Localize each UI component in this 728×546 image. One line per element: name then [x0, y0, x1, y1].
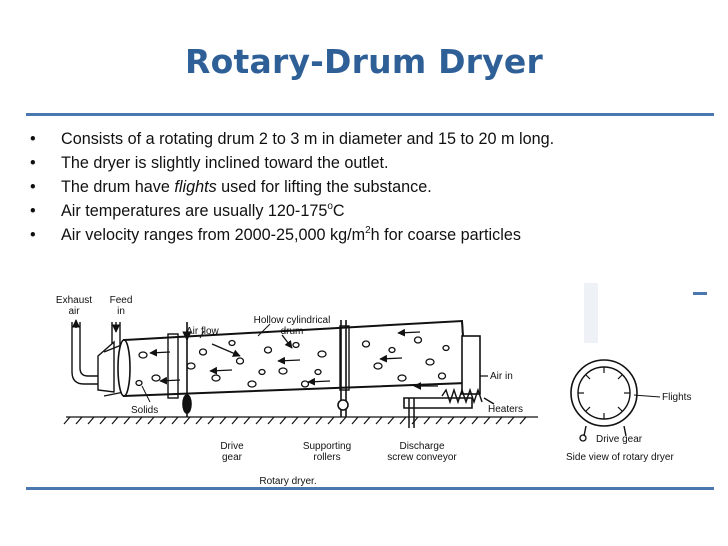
bullet-list: • Consists of a rotating drum 2 to 3 m in…	[30, 127, 720, 247]
top-divider	[26, 113, 714, 116]
bullet-text-pre: The drum have	[61, 178, 175, 196]
bullet-dot: •	[30, 130, 36, 148]
label-discharge: Discharge	[399, 441, 444, 452]
label-supporting-rollers-2: rollers	[313, 452, 340, 463]
bullet-text-pre: Air velocity ranges from 2000-25,000 kg/…	[61, 226, 366, 244]
label-solids: Solids	[131, 405, 158, 416]
leader-lines	[141, 323, 271, 403]
supporting-roller	[337, 320, 349, 417]
bullet-item: • The dryer is slightly inclined toward t…	[30, 151, 720, 175]
label-air-flow: Air flow	[186, 326, 220, 337]
inlet-hood	[71, 319, 125, 397]
label-feed-in: Feed	[110, 295, 133, 306]
bullet-item: • Air temperatures are usually 120-175oC	[30, 199, 720, 223]
bullet-text-post: used for lifting the substance.	[216, 178, 432, 196]
label-drive-gear: Drive	[220, 441, 244, 452]
label-supporting-rollers: Supporting	[303, 441, 351, 452]
label-drive-gear-2: gear	[222, 452, 243, 463]
bullet-text-pre: Air temperatures are usually 120-175	[61, 202, 328, 220]
heaters-coil	[441, 387, 495, 405]
label-exhaust-air: Exhaust	[56, 295, 92, 306]
bullet-dot: •	[30, 154, 36, 172]
label-air-in: Air in	[490, 371, 513, 382]
bullet-text-post: h for coarse particles	[370, 226, 521, 244]
bullet-item: • The drum have flights used for lifting …	[30, 175, 720, 199]
label-feed-in-2: in	[117, 306, 125, 317]
bullet-item: • Consists of a rotating drum 2 to 3 m in…	[30, 127, 720, 151]
label-side-view: Side view of rotary dryer	[566, 452, 674, 463]
drive-gear-post	[182, 322, 192, 417]
bullet-superscript: 2	[365, 225, 371, 236]
side-view-drum	[570, 359, 661, 442]
slide-title: Rotary-Drum Dryer	[185, 42, 543, 81]
diagram-caption: Rotary dryer.	[259, 476, 316, 487]
label-flights: Flights	[662, 392, 691, 403]
label-exhaust-air-2: air	[68, 306, 80, 317]
bullet-dot: •	[30, 226, 36, 244]
ground-line	[63, 416, 538, 425]
flow-arrows	[149, 328, 438, 390]
bullet-item: • Air velocity ranges from 2000-25,000 kg…	[30, 223, 720, 247]
label-hollow-drum-2: drum	[281, 326, 304, 337]
bullet-text: The dryer is slightly inclined toward th…	[61, 154, 389, 172]
bullet-dot: •	[30, 178, 36, 196]
label-side-drive-gear: Drive gear	[596, 434, 643, 445]
solids-particles	[135, 336, 450, 388]
bullet-text-emphasis: flights	[174, 178, 217, 196]
bottom-divider	[26, 487, 714, 490]
label-discharge-2: screw conveyor	[387, 452, 457, 463]
scan-artifact	[693, 292, 707, 295]
scan-artifact	[584, 283, 598, 343]
bullet-text-post: C	[332, 202, 345, 220]
discharge-conveyor	[408, 398, 415, 428]
label-heaters: Heaters	[488, 404, 523, 415]
bullet-text: Consists of a rotating drum 2 to 3 m in …	[61, 130, 555, 148]
label-hollow-drum: Hollow cylindrical	[254, 315, 331, 326]
bullet-superscript: o	[327, 201, 333, 212]
bullet-dot: •	[30, 202, 36, 220]
